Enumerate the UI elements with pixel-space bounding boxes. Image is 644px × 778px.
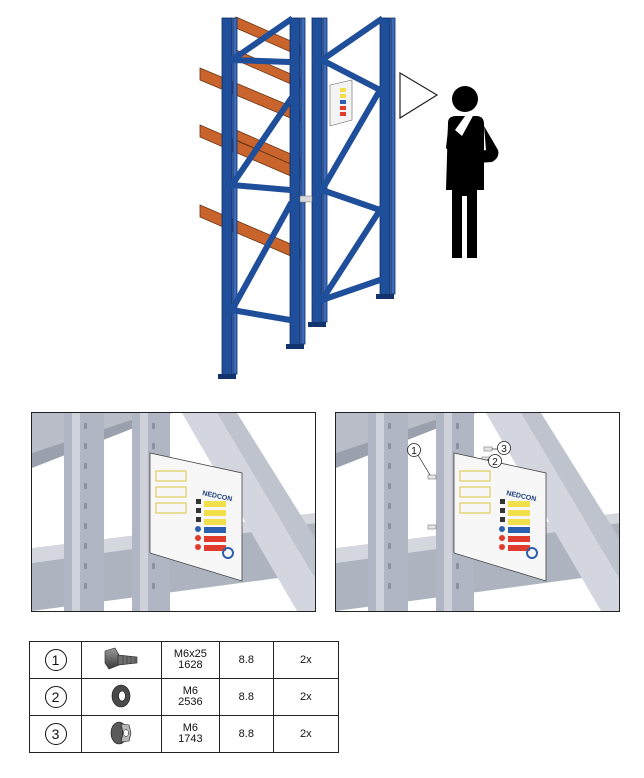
svg-text:2: 2 <box>492 457 498 468</box>
item-grade: 8.8 <box>218 641 274 679</box>
item-quantity: 2x <box>272 641 340 679</box>
item-spec: M6 <box>182 685 198 697</box>
table-row: 3 M6 1743 8.8 2x <box>28 715 340 753</box>
item-quantity: 2x <box>272 715 340 753</box>
callout-3: 3 <box>492 441 511 455</box>
rack-overview-illustration <box>199 15 499 379</box>
sign-detail-panel-fixings: NEDCON 1 3 2 <box>335 412 620 612</box>
callout-2: 2 <box>487 454 502 468</box>
table-row: 1 M6x25 1628 8.8 2x <box>28 641 340 679</box>
flange-nut-icon <box>111 721 132 744</box>
table-row: 2 M6 2536 8.8 2x <box>28 678 340 716</box>
item-code: 1743 <box>178 733 203 745</box>
pallet-rack-icon <box>199 15 396 379</box>
svg-text:3: 3 <box>501 444 507 455</box>
item-grade: 8.8 <box>218 678 274 716</box>
load-sign: NEDCON <box>453 452 547 582</box>
item-number: 3 <box>44 723 67 745</box>
item-spec: M6x25 <box>173 648 207 660</box>
svg-text:1: 1 <box>411 446 417 457</box>
item-number: 1 <box>44 649 67 671</box>
item-grade: 8.8 <box>218 715 274 753</box>
fixings-parts-table: 1 M6x25 1628 8.8 2x 2 M6 2536 8. <box>28 641 340 753</box>
item-spec: M6 <box>182 722 198 734</box>
triangle-pointer-icon <box>399 71 439 120</box>
bolt-icon <box>105 647 138 669</box>
item-code: 2536 <box>178 696 203 708</box>
item-code: 1628 <box>178 659 203 671</box>
person-thinking-icon <box>446 86 499 258</box>
item-number: 2 <box>44 686 67 708</box>
callout-1: 1 <box>407 443 431 476</box>
sign-detail-panel-before: NEDCON <box>31 412 316 612</box>
load-sign: NEDCON <box>149 452 243 582</box>
washer-icon <box>112 684 131 707</box>
rack-load-sign <box>329 79 353 127</box>
item-quantity: 2x <box>272 678 340 716</box>
